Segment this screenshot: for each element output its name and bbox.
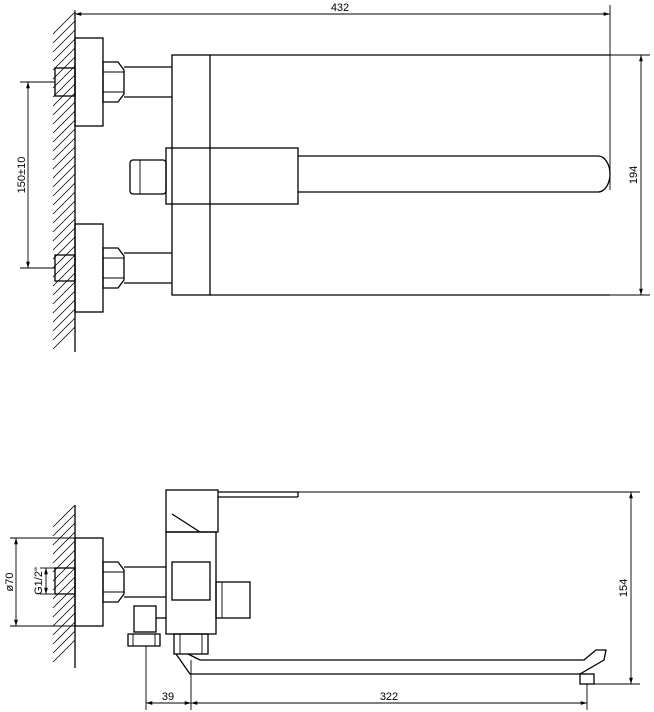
wall-hatch-line: [52, 567, 76, 591]
dimension-overall-length: 432: [74, 2, 611, 190]
dim-label-154: 154: [618, 579, 630, 597]
wall-hatch-line: [52, 47, 76, 71]
dimension-spout-length: 39 322: [145, 646, 588, 710]
wall-hatch-line: [52, 38, 76, 62]
wall-hatch-line: [52, 299, 76, 323]
wall-hatch-line: [52, 585, 76, 609]
dimension-height: 194: [610, 54, 650, 296]
top-wall: [52, 11, 76, 352]
side-view: ø70 G1/2" 154 39 322: [4, 489, 640, 710]
wall-hatch-line: [52, 11, 76, 35]
wall-hatch-line: [52, 281, 76, 305]
wall-hatch-line: [52, 254, 76, 278]
wall-hatch-line: [52, 146, 76, 170]
dimension-inlet-spacing: 150±10: [16, 81, 55, 269]
wall-hatch-line: [52, 83, 76, 107]
wall-hatch-line: [52, 513, 76, 537]
mixer-body-top: [171, 54, 610, 296]
wall-hatch-line: [52, 549, 76, 573]
diverter: [127, 605, 166, 647]
dim-label-diameter: ø70: [4, 573, 16, 592]
dim-label-39: 39: [162, 691, 174, 703]
wall-hatch-line: [52, 218, 76, 242]
wall-hatch-line: [52, 621, 76, 645]
dim-label-432: 432: [331, 2, 349, 14]
wall-hatch-line: [52, 29, 76, 53]
wall-hatch-line: [52, 20, 76, 44]
wall-hatch-line: [52, 191, 76, 215]
upper-inlet: [54, 37, 172, 127]
wall-hatch-line: [52, 137, 76, 161]
wall-hatch-line: [52, 522, 76, 546]
wall-hatch-line: [52, 200, 76, 224]
dim-label-322: 322: [380, 691, 398, 703]
wall-hatch-line: [52, 630, 76, 654]
wall-hatch-line: [52, 272, 76, 296]
wall-hatch-line: [52, 173, 76, 197]
side-inlet: [54, 537, 166, 627]
spout: [173, 633, 607, 685]
wall-hatch-line: [52, 639, 76, 663]
wall-hatch-line: [52, 227, 76, 251]
wall-hatch-line: [52, 119, 76, 143]
wall-hatch-line: [52, 531, 76, 555]
dim-label-150: 150±10: [16, 157, 28, 194]
wall-hatch-line: [52, 74, 76, 98]
dim-label-thread: G1/2": [33, 567, 45, 595]
wall-hatch-line: [52, 245, 76, 269]
wall-hatch-line: [52, 603, 76, 627]
wall-hatch-line: [52, 612, 76, 636]
wall-hatch-line: [52, 92, 76, 116]
wall-hatch-line: [52, 182, 76, 206]
dimension-spout-height: 154: [298, 491, 640, 685]
dimension-flange: ø70 G1/2": [4, 537, 75, 627]
wall-hatch-line: [52, 290, 76, 314]
wall-hatch-line: [52, 155, 76, 179]
wall-hatch-line: [52, 308, 76, 332]
wall-hatch-line: [52, 317, 76, 341]
wall-hatch-line: [52, 558, 76, 582]
wall-hatch-line: [52, 263, 76, 287]
side-wall: [52, 504, 76, 668]
lever-handle-top: [129, 147, 611, 205]
lever-side: [165, 489, 299, 533]
wall-hatch-line: [52, 65, 76, 89]
wall-hatch-line: [52, 209, 76, 233]
wall-hatch-line: [52, 164, 76, 188]
wall-hatch-line: [52, 576, 76, 600]
wall-hatch-line: [52, 101, 76, 125]
wall-hatch-line: [52, 236, 76, 260]
lower-inlet: [54, 223, 172, 313]
wall-hatch-line: [52, 110, 76, 134]
wall-hatch-line: [52, 504, 76, 528]
top-view: 432 150±10 194: [16, 2, 650, 352]
wall-hatch-line: [52, 594, 76, 618]
wall-hatch-line: [52, 540, 76, 564]
wall-hatch-line: [52, 326, 76, 350]
wall-hatch-line: [52, 128, 76, 152]
dim-label-194: 194: [628, 166, 640, 184]
mixer-body-side: [165, 531, 251, 635]
